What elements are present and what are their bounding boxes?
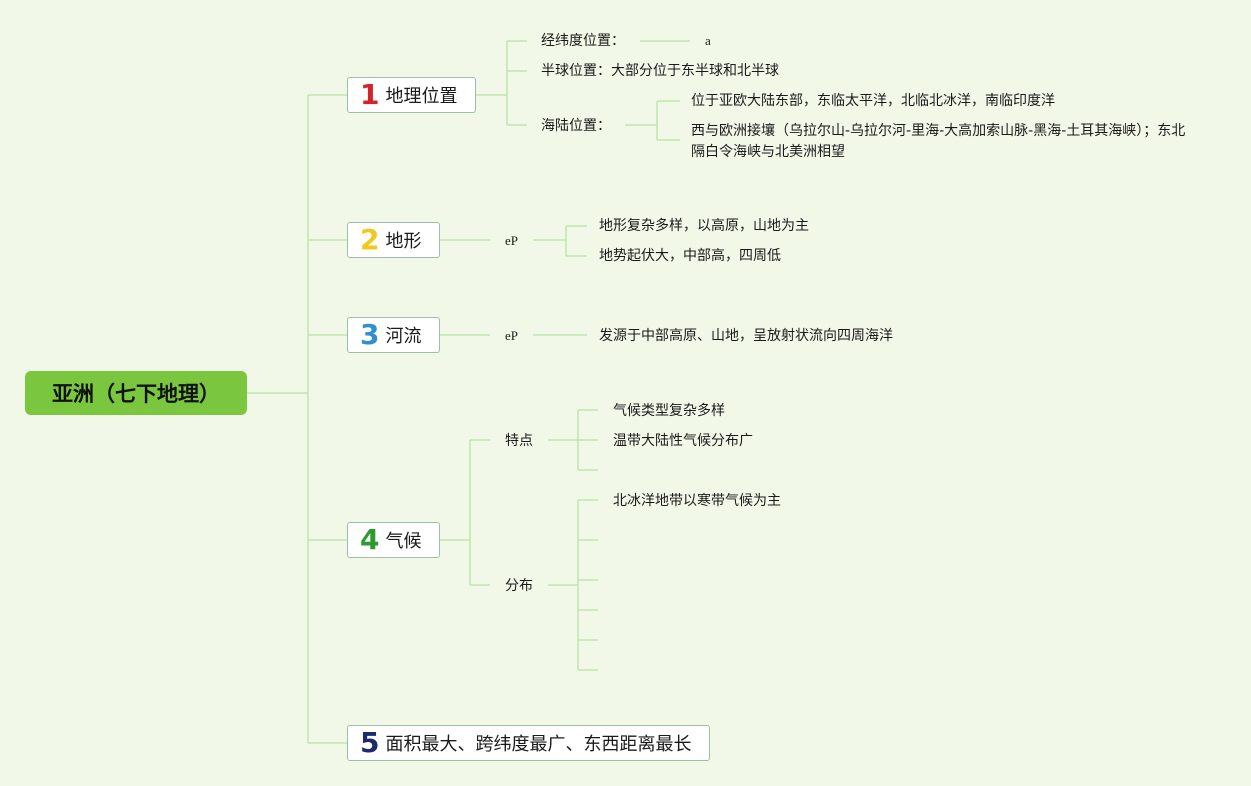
climate-distribution-item[interactable]: 北冰洋地带以寒带气候为主 bbox=[613, 493, 781, 509]
climate-distribution-label[interactable]: 分布 bbox=[505, 578, 533, 594]
sea-land-item-continued: 隔白令海峡与北美洲相望 bbox=[691, 144, 845, 160]
topic-label: 地理位置 bbox=[385, 86, 458, 107]
topic-number: 2 bbox=[360, 223, 380, 256]
hemisphere-label[interactable]: 半球位置：大部分位于东半球和北半球 bbox=[541, 63, 779, 79]
terrain-mid-node[interactable]: eP bbox=[505, 233, 518, 248]
river-item[interactable]: 发源于中部高原、山地，呈放射状流向四周海洋 bbox=[599, 328, 893, 344]
topic-number: 3 bbox=[360, 318, 380, 351]
terrain-item[interactable]: 地势起伏大，中部高，四周低 bbox=[599, 248, 781, 264]
terrain-item[interactable]: 地形复杂多样，以高原，山地为主 bbox=[599, 218, 809, 234]
topic-climate[interactable]: 4 气候 bbox=[347, 522, 440, 558]
sea-land-item[interactable]: 西与欧洲接壤（乌拉尔山-乌拉尔河-里海-大高加索山脉-黑海-土耳其海峡）；东北 bbox=[691, 123, 1186, 139]
sea-land-item[interactable]: 位于亚欧大陆东部，东临太平洋，北临北冰洋，南临印度洋 bbox=[691, 93, 1055, 109]
topic-label: 地形 bbox=[385, 231, 422, 252]
sea-land-label[interactable]: 海陆位置： bbox=[541, 118, 611, 134]
topic-number: 5 bbox=[360, 726, 380, 759]
climate-features-label[interactable]: 特点 bbox=[505, 433, 533, 449]
topic-size-facts[interactable]: 5 面积最大、跨纬度最广、东西距离最长 bbox=[347, 725, 710, 761]
climate-feature-item[interactable]: 气候类型复杂多样 bbox=[613, 403, 725, 419]
topic-label: 气候 bbox=[385, 531, 422, 552]
topic-number: 1 bbox=[360, 78, 380, 111]
topic-terrain[interactable]: 2 地形 bbox=[347, 222, 440, 258]
latlon-label[interactable]: 经纬度位置： bbox=[541, 33, 625, 49]
topic-label: 河流 bbox=[385, 326, 422, 347]
climate-feature-item[interactable]: 温带大陆性气候分布广 bbox=[613, 433, 753, 449]
topic-number: 4 bbox=[360, 523, 380, 556]
topic-rivers[interactable]: 3 河流 bbox=[347, 317, 440, 353]
river-mid-node[interactable]: eP bbox=[505, 328, 518, 343]
topic-geographic-location[interactable]: 1 地理位置 bbox=[347, 77, 476, 113]
root-topic[interactable]: 亚洲（七下地理） bbox=[25, 371, 247, 415]
latlon-value[interactable]: a bbox=[705, 33, 711, 48]
topic-label: 面积最大、跨纬度最广、东西距离最长 bbox=[385, 734, 692, 755]
